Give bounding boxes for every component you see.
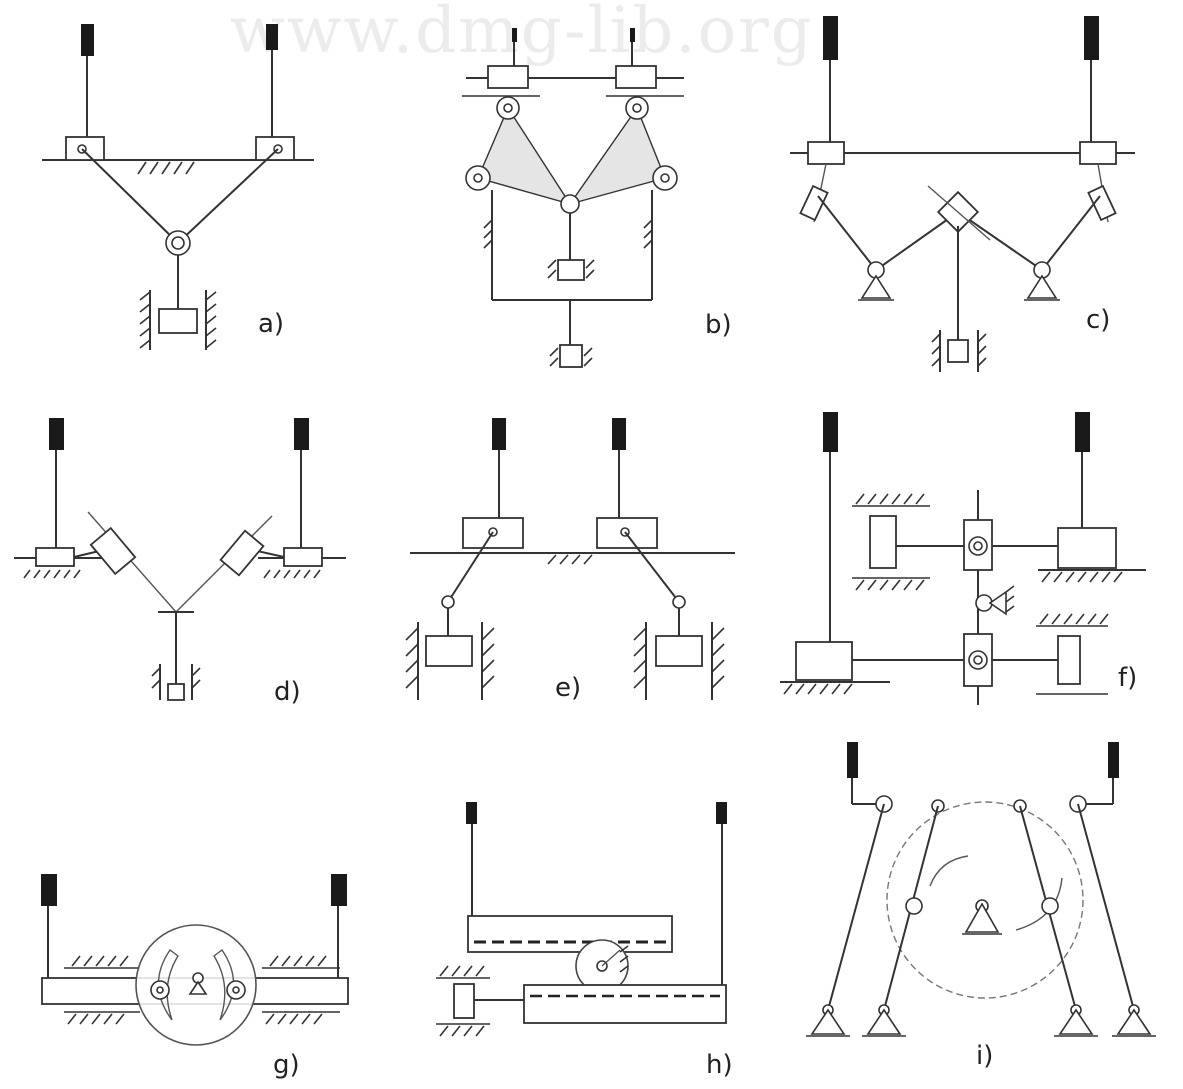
panel-i: i) — [806, 742, 1156, 1071]
panel-f: f) — [780, 412, 1146, 705]
panel-label-h: h) — [706, 1050, 733, 1080]
panel-label-f: f) — [1118, 663, 1137, 693]
panel-a: a) — [42, 24, 314, 350]
panel-label-i: i) — [976, 1041, 993, 1071]
panel-label-g: g) — [273, 1050, 300, 1080]
panel-e: e) — [405, 418, 735, 703]
panel-b: b) — [462, 28, 732, 368]
panel-label-a: a) — [258, 309, 284, 339]
panel-label-d: d) — [274, 677, 301, 707]
panel-h: h) — [436, 802, 733, 1080]
watermark-text: www.dmg-lib.org — [230, 0, 814, 68]
panel-c: c) — [790, 16, 1135, 372]
panel-label-b: b) — [705, 310, 732, 340]
panel-label-e: e) — [555, 673, 581, 703]
panel-label-c: c) — [1086, 305, 1110, 335]
panel-g: g) — [41, 874, 349, 1080]
panel-d: d) — [14, 418, 346, 707]
